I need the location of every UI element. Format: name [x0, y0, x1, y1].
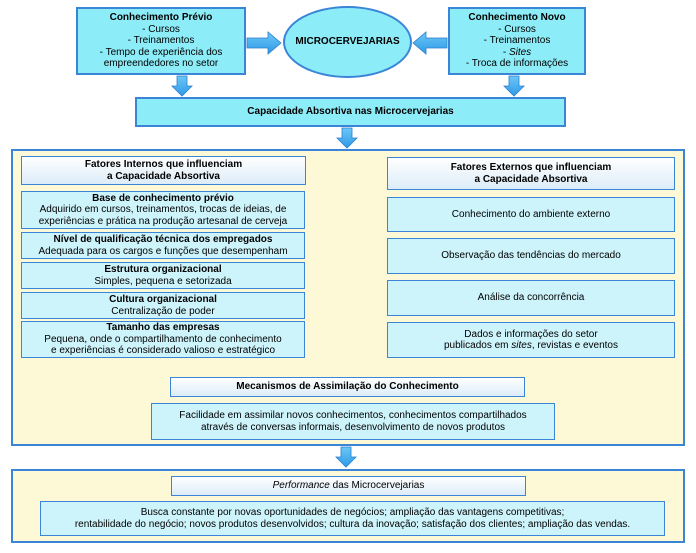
base-conhecimento-box: Base de conhecimento prévio Adquirido em… [21, 191, 305, 229]
box-title: Tamanho das empresas [106, 322, 220, 334]
performance-title: Performance das Microcervejarias [273, 480, 425, 492]
list-item: - Tempo de experiência dos [99, 46, 223, 58]
fatores-externos-header: Fatores Externos que influenciam a Capac… [387, 157, 675, 190]
box-text: Análise da concorrência [477, 292, 585, 304]
list-item: empreendedores no setor [103, 58, 219, 70]
mecanismos-box: Facilidade em assimilar novos conhecimen… [151, 403, 555, 440]
text-part: , revistas e eventos [531, 340, 618, 351]
performance-box: Busca constante por novas oportunidades … [40, 501, 665, 536]
microcervejarias-label: MICROCERVEJARIAS [295, 36, 400, 48]
sites-italic: sites [511, 340, 532, 351]
box-title: Cultura organizacional [109, 294, 217, 305]
microcervejarias-ellipse: MICROCERVEJARIAS [283, 6, 412, 78]
conhecimento-novo-box: Conhecimento Novo - Cursos - Treinamento… [448, 7, 586, 75]
box-title: Nível de qualificação técnica dos empreg… [53, 234, 273, 245]
cultura-organizacional-box: Cultura organizacional Centralização de … [21, 292, 305, 319]
box-text: publicados em sites, revistas e eventos [444, 340, 618, 352]
list-item: - Treinamentos [127, 35, 195, 47]
fatores-internos-title-line1: Fatores Internos que influenciam [84, 159, 243, 170]
conhecimento-novo-title: Conhecimento Novo [468, 12, 566, 24]
box-text: rentabilidade do negócio; novos produtos… [74, 518, 631, 530]
fatores-externos-title-line2: a Capacidade Absortiva [474, 173, 588, 185]
arrow-left-icon [412, 31, 448, 55]
box-text: experiências e prática na produção artes… [38, 215, 288, 227]
tamanho-empresas-box: Tamanho das empresas Pequena, onde o com… [21, 321, 305, 358]
arrow-down-icon [336, 127, 358, 149]
box-text: Centralização de poder [111, 305, 215, 317]
list-item: - Troca de informações [465, 58, 569, 70]
qualificacao-tecnica-box: Nível de qualificação técnica dos empreg… [21, 232, 305, 259]
arrow-right-icon [246, 31, 282, 55]
conhecimento-previo-title: Conhecimento Prévio [109, 12, 213, 24]
fatores-internos-title-line2: a Capacidade Absortiva [106, 170, 220, 182]
arrow-down-icon [171, 75, 193, 97]
arrow-down-icon [335, 446, 357, 468]
text-part: publicados em [444, 340, 512, 351]
mecanismos-header: Mecanismos de Assimilação do Conheciment… [170, 377, 525, 397]
fatores-internos-header: Fatores Internos que influenciam a Capac… [21, 156, 306, 185]
capacidade-absortiva-box: Capacidade Absortiva nas Microcervejaria… [135, 97, 566, 127]
box-text: Busca constante por novas oportunidades … [140, 507, 565, 518]
list-item: - Cursos [498, 23, 536, 35]
analise-concorrencia-box: Análise da concorrência [387, 280, 675, 316]
tendencias-mercado-box: Observação das tendências do mercado [387, 238, 675, 274]
box-text: Dados e informações do setor [464, 328, 598, 340]
fatores-externos-title-line1: Fatores Externos que influenciam [450, 162, 612, 173]
list-item: - Sites [503, 47, 531, 59]
list-item: - Treinamentos [483, 35, 551, 47]
performance-header: Performance das Microcervejarias [171, 476, 526, 496]
mecanismos-title: Mecanismos de Assimilação do Conheciment… [236, 381, 459, 393]
estrutura-organizacional-box: Estrutura organizacional Simples, pequen… [21, 262, 305, 289]
performance-italic: Performance [272, 480, 330, 492]
dados-setor-box: Dados e informações do setor publicados … [387, 322, 675, 358]
box-text: Adequada para os cargos e funções que de… [38, 245, 288, 257]
sites-prefix: - [502, 46, 509, 58]
box-text: Adquirido em cursos, treinamentos, troca… [39, 204, 287, 216]
arrow-down-icon [503, 75, 525, 97]
ambiente-externo-box: Conhecimento do ambiente externo [387, 197, 675, 232]
box-text: Pequena, onde o compartilhamento de conh… [44, 333, 282, 345]
sites-italic: Sites [508, 46, 532, 58]
box-text: através de conversas informais, desenvol… [200, 421, 506, 433]
box-title: Base de conhecimento prévio [92, 192, 234, 204]
box-text: Conhecimento do ambiente externo [451, 208, 611, 220]
conhecimento-previo-box: Conhecimento Prévio - Cursos - Treinamen… [76, 7, 246, 75]
box-text: Simples, pequena e setorizada [94, 275, 232, 287]
list-item: - Cursos [142, 23, 180, 35]
capacidade-absortiva-label: Capacidade Absortiva nas Microcervejaria… [247, 106, 454, 118]
box-text: Observação das tendências do mercado [441, 250, 621, 262]
box-title: Estrutura organizacional [104, 264, 222, 275]
performance-title-rest: das Microcervejarias [329, 480, 425, 492]
box-text: Facilidade em assimilar novos conhecimen… [179, 410, 527, 421]
box-text: e experiências é considerado valioso e e… [50, 345, 276, 357]
